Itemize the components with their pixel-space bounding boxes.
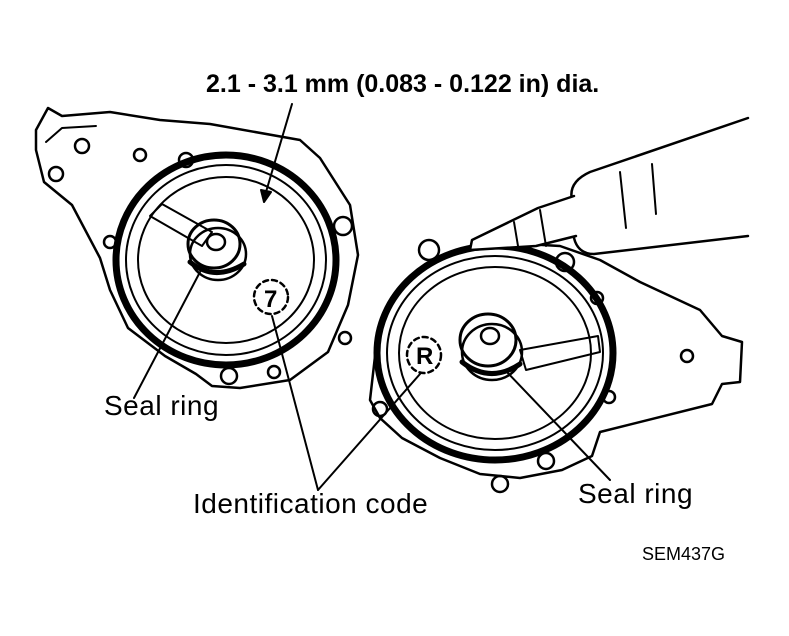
figure-id: SEM437G <box>642 544 726 564</box>
right-cover: R <box>368 238 744 494</box>
right-code-text: R <box>416 343 433 370</box>
right-gasket-bead <box>373 242 617 464</box>
leader-seal-ring-left <box>133 271 201 399</box>
right-seal-ring <box>459 359 523 376</box>
left-plate-inner-edge <box>45 125 97 143</box>
dimension-label: 2.1 - 3.1 mm (0.083 - 0.122 in) dia. <box>206 70 600 98</box>
left-code-text: 7 <box>264 286 277 313</box>
seal-ring-label-left: Seal ring <box>104 390 220 421</box>
tube-body <box>570 116 750 256</box>
leader-ident-left <box>271 315 319 491</box>
seal-ring-label-right: Seal ring <box>578 478 694 509</box>
right-impeller-blade <box>519 335 601 371</box>
left-code-circle <box>252 278 290 316</box>
right-hub <box>458 312 518 368</box>
dimension-arrow-line <box>265 103 293 193</box>
left-hub <box>186 218 242 270</box>
dimension-arrow-head <box>260 189 272 203</box>
left-cover: 7 <box>34 106 360 390</box>
right-code-circle <box>405 335 443 375</box>
left-impeller-blade <box>149 203 213 247</box>
left-seal-ring <box>187 259 247 275</box>
left-gasket-bead <box>112 151 340 369</box>
tube-nozzle <box>468 194 578 252</box>
sealant-tube <box>468 116 750 256</box>
left-bolt-holes <box>47 137 354 386</box>
left-cover-plate-outline <box>34 106 360 390</box>
leader-ident-right <box>317 373 421 491</box>
identification-code-label: Identification code <box>193 488 429 519</box>
leader-lines <box>133 103 611 491</box>
leader-seal-ring-right <box>504 369 611 481</box>
